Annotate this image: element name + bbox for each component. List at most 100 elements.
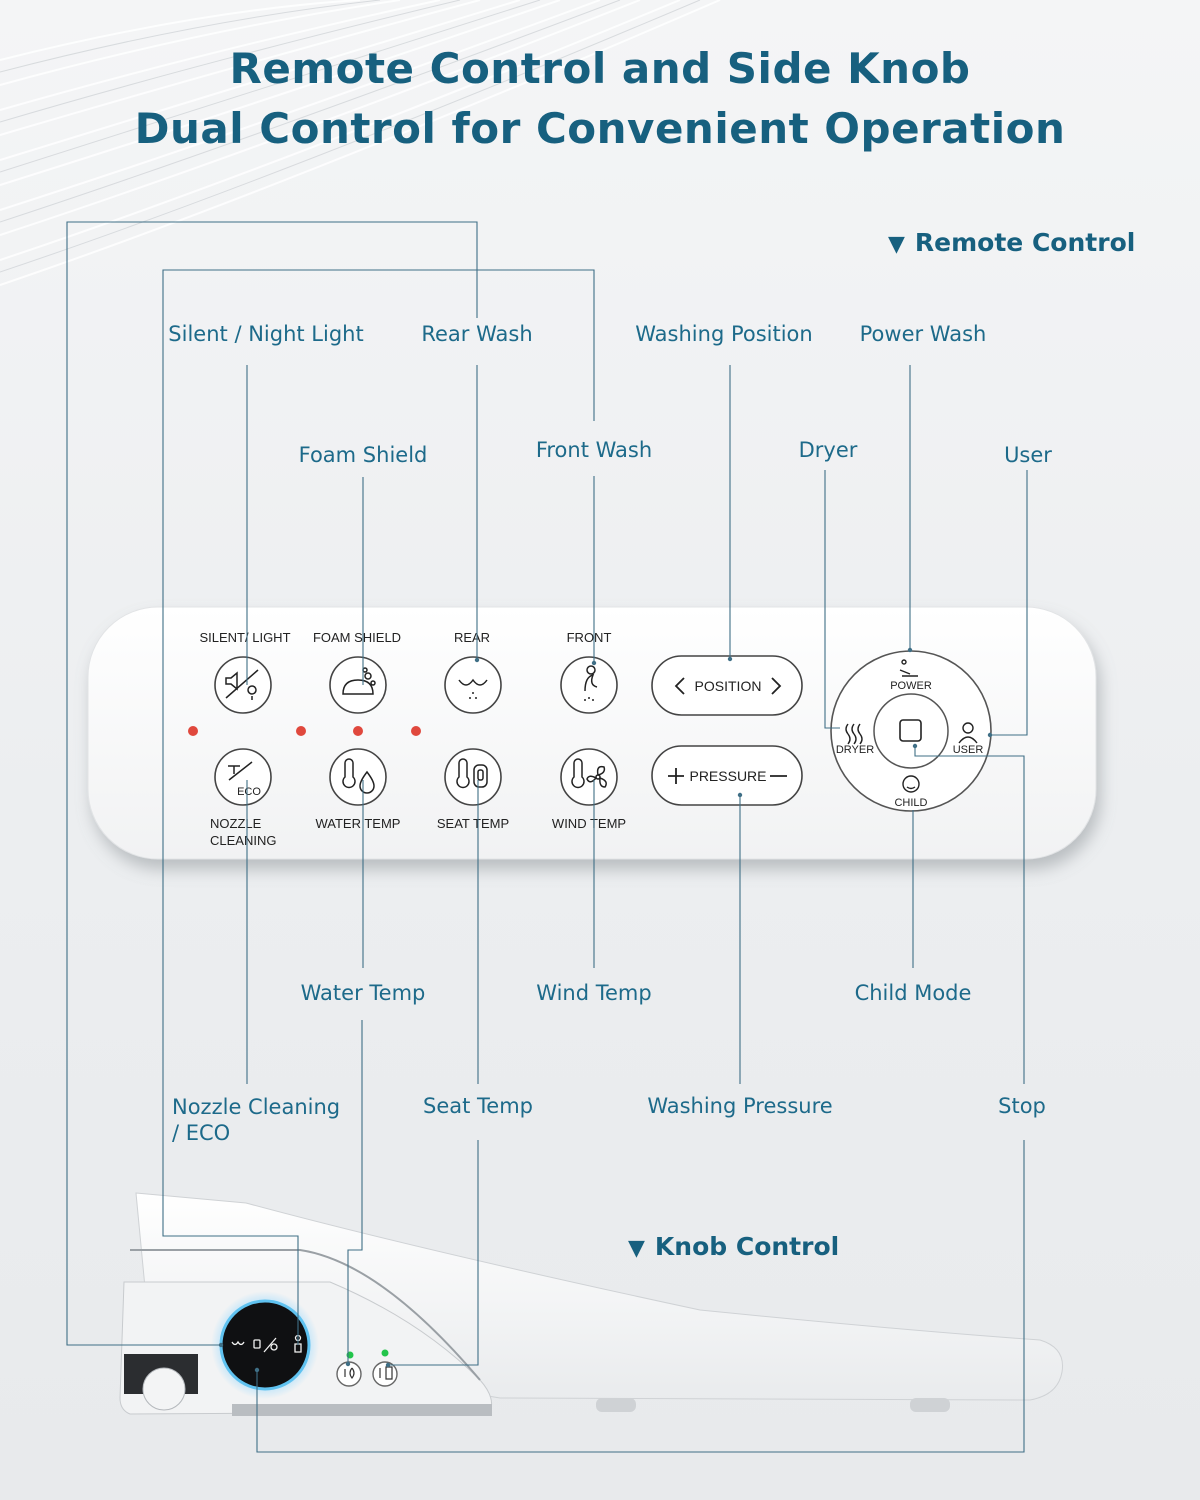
- knob-seat-temp-button[interactable]: [372, 1361, 398, 1387]
- power-label: POWER: [890, 680, 932, 692]
- dryer-line: [824, 470, 840, 729]
- front-wash-icon: [584, 665, 598, 701]
- nozzle-cleaning-button[interactable]: ECO: [214, 748, 272, 806]
- knob-control-heading: Knob Control: [654, 1232, 840, 1261]
- led-indicator-green: [381, 1349, 389, 1357]
- led-indicator: [411, 726, 421, 736]
- rear-wash-button[interactable]: [444, 656, 502, 714]
- callout-user: User: [1004, 443, 1052, 467]
- water-temp-knob-line: [347, 1020, 363, 1364]
- page-title-line-2: Dual Control for Convenient Operation: [134, 104, 1066, 153]
- chevron-right-icon: [771, 677, 782, 695]
- stop-line: [914, 746, 1025, 1084]
- nozzle-eco-icon: [228, 761, 253, 781]
- thermometer-seat-icon: [456, 758, 488, 789]
- knob-control-section: ▼ Knob Control: [628, 1232, 839, 1261]
- remote-control: SILENT/ LIGHT FOAM SHIELD REAR FRONT: [87, 606, 1097, 860]
- led-indicator: [296, 726, 306, 736]
- callout-rear-wash: Rear Wash: [421, 322, 533, 346]
- triangle-down-icon: ▼: [628, 1236, 645, 1261]
- power-wash-icon: [899, 659, 918, 677]
- child-face-icon: [902, 775, 920, 793]
- nozzle-label: NOZZLE: [210, 816, 262, 831]
- rear-wash-icon: [458, 678, 488, 699]
- user-icon: [958, 722, 978, 744]
- foam-shield-label: FOAM SHIELD: [313, 630, 401, 645]
- hinge-knob: [142, 1367, 186, 1411]
- callout-front-wash: Front Wash: [535, 438, 653, 462]
- silent-light-label: SILENT/ LIGHT: [199, 630, 290, 645]
- user-label: USER: [953, 744, 984, 756]
- pressure-label: PRESSURE: [689, 768, 766, 784]
- led-indicator: [188, 726, 198, 736]
- callout-washing-pressure: Washing Pressure: [647, 1094, 833, 1118]
- stop-button[interactable]: [873, 693, 949, 769]
- callout-dryer: Dryer: [798, 438, 858, 462]
- chevron-left-icon: [674, 677, 685, 695]
- stop-square-icon: [899, 719, 922, 742]
- callout-seat-temp: Seat Temp: [423, 1094, 533, 1118]
- dryer-icon: [845, 723, 863, 745]
- water-temp-label: WATER TEMP: [316, 816, 401, 831]
- dryer-button[interactable]: DRYER: [836, 723, 874, 756]
- water-temp-icon: [344, 1367, 355, 1379]
- power-wash-button[interactable]: POWER: [890, 659, 932, 692]
- mute-light-icon: [225, 669, 259, 700]
- callout-power-wash: Power Wash: [859, 322, 987, 346]
- position-button[interactable]: POSITION: [651, 655, 803, 716]
- callout-foam-shield: Foam Shield: [298, 443, 428, 467]
- seat-temp-button[interactable]: [444, 748, 502, 806]
- callout-water-temp: Water Temp: [300, 981, 426, 1005]
- pressure-button[interactable]: PRESSURE: [651, 745, 803, 806]
- thermometer-fan-icon: [571, 758, 607, 789]
- child-mode-button[interactable]: CHILD: [894, 775, 928, 809]
- knob-water-temp-button[interactable]: [336, 1361, 362, 1387]
- stop-knob-line: [256, 1140, 1025, 1453]
- callout-child-mode: Child Mode: [854, 981, 972, 1005]
- front-wash-button[interactable]: [560, 656, 618, 714]
- seat-temp-label: SEAT TEMP: [437, 816, 509, 831]
- callout-silent-night-light: Silent / Night Light: [168, 322, 364, 346]
- led-indicator: [353, 726, 363, 736]
- connector-lines: [66, 221, 1028, 1453]
- dryer-label: DRYER: [836, 744, 874, 756]
- page-title-line-1: Remote Control and Side Knob: [229, 44, 971, 93]
- seat-bumper: [596, 1398, 636, 1412]
- child-label: CHILD: [894, 797, 927, 809]
- silent-light-button[interactable]: [214, 656, 272, 714]
- rear-label: REAR: [454, 630, 490, 645]
- wind-temp-label: WIND TEMP: [552, 816, 626, 831]
- control-dial: POWER DRYER USER: [830, 650, 992, 812]
- remote-control-section: ▼ Remote Control: [888, 228, 1135, 257]
- seat-temp-icon: [379, 1366, 393, 1380]
- water-temp-button[interactable]: [329, 748, 387, 806]
- rear-wash-knob-line: [66, 221, 478, 1346]
- callout-washing-position: Washing Position: [635, 322, 813, 346]
- callout-nozzle-eco: / ECO: [172, 1121, 231, 1145]
- user-button[interactable]: USER: [953, 722, 984, 756]
- knob-mode-icons: [231, 1334, 302, 1353]
- callout-nozzle-cleaning: Nozzle Cleaning: [172, 1095, 341, 1119]
- wind-temp-button[interactable]: [560, 748, 618, 806]
- front-label: FRONT: [567, 630, 612, 645]
- user-line: [990, 470, 1028, 736]
- front-wash-knob-line: [162, 269, 595, 1345]
- thermometer-water-drop-icon: [342, 758, 375, 794]
- foam-shield-button[interactable]: [329, 656, 387, 714]
- plus-icon: [668, 768, 684, 784]
- position-label: POSITION: [695, 678, 762, 694]
- callout-wind-temp: Wind Temp: [536, 981, 652, 1005]
- triangle-down-icon: ▼: [888, 232, 905, 257]
- foam-shield-icon: [342, 667, 376, 695]
- side-knob[interactable]: [219, 1299, 311, 1391]
- connector-dots: [218, 647, 993, 1373]
- eco-label: ECO: [237, 786, 261, 798]
- cleaning-label: CLEANING: [210, 833, 276, 848]
- remote-control-heading: Remote Control: [914, 228, 1136, 257]
- seat-temp-knob-line: [388, 1140, 479, 1366]
- seat-seam: [130, 1249, 481, 1381]
- base-rail: [232, 1404, 492, 1416]
